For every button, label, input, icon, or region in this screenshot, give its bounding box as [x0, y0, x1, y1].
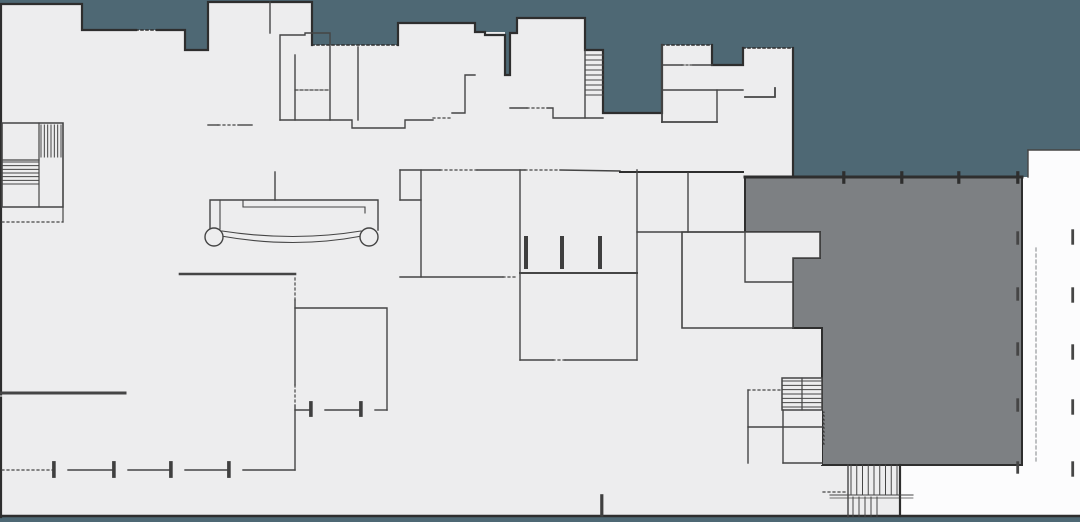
terrace-columns-shape — [1016, 171, 1020, 184]
outer-walls-shape — [155, 0, 314, 52]
interior-walls-shape — [279, 32, 331, 121]
bottom-center-kiosk — [600, 494, 604, 517]
building-floor-slabs-shape — [510, 33, 517, 517]
building-floor-slabs-shape — [585, 50, 603, 517]
column-row-bottom-left-shape — [112, 461, 116, 478]
terrace-columns-shape — [900, 171, 904, 184]
building-floor-slabs-shape — [0, 4, 82, 517]
reception-sofa-shape — [204, 227, 224, 247]
stair-bottom-right — [822, 464, 914, 518]
reception-sofa — [204, 199, 379, 247]
building-floor-slabs-shape — [185, 50, 208, 517]
interior-walls-shape — [546, 107, 604, 119]
reception-sofa-shape — [209, 199, 379, 231]
terrace-columns-shape — [1071, 287, 1075, 303]
bottom-center-kiosk-shape — [600, 494, 604, 517]
room-mid-left-with-columns-shape — [359, 401, 363, 417]
interior-walls-shape — [559, 169, 621, 172]
stair-terrace-small-shape — [801, 380, 823, 408]
stair-top-center — [584, 49, 604, 119]
terrace-columns-shape — [1071, 229, 1075, 245]
core-shafts-shape — [598, 236, 602, 269]
core-shafts — [524, 236, 602, 269]
building-floor-slabs-shape — [475, 32, 505, 517]
terrace-columns — [842, 171, 1075, 477]
outer-walls-shape — [710, 43, 745, 67]
terrace-columns-shape — [957, 171, 961, 184]
stair-bottom-right-shape — [852, 496, 878, 518]
terrace-columns-shape — [842, 171, 846, 184]
building-floor-slabs-shape — [822, 465, 848, 517]
core-shafts-shape — [560, 236, 564, 269]
interior-walls — [0, 1, 776, 471]
stair-top-left — [1, 122, 64, 223]
column-row-bottom-left-shape — [52, 461, 56, 478]
core-shafts-shape — [524, 236, 528, 269]
room-mid-left-with-columns-shape — [309, 401, 313, 417]
stair-top-left-shape — [1, 161, 39, 185]
room-upper-terrace-side-shape — [681, 231, 821, 329]
rooms-bottom-right-cluster — [745, 378, 823, 465]
reception-sofa-shape — [359, 227, 379, 247]
terrace-columns-shape — [1071, 344, 1075, 360]
room-mid-left-with-columns — [294, 307, 388, 417]
terrace-columns-shape — [1016, 342, 1020, 356]
terrace-deck-shape — [822, 411, 825, 446]
column-row-bottom-left-shape — [227, 461, 231, 478]
reception-sofa-shape — [221, 230, 362, 238]
building-floor-slabs-shape — [208, 2, 312, 517]
stair-top-left-shape — [40, 124, 62, 158]
interior-walls-shape — [744, 87, 776, 98]
building-floor-slabs-shape — [603, 113, 662, 517]
stair-terrace-small — [781, 377, 823, 411]
terrace-columns-shape — [1071, 399, 1075, 415]
terrace-columns-shape — [1016, 461, 1020, 474]
building-floor-slabs-shape — [517, 18, 585, 517]
building-floor-slabs-shape — [82, 30, 185, 517]
terrace-columns-shape — [1016, 398, 1020, 412]
stair-top-center-shape — [584, 54, 604, 96]
interior-walls-shape — [451, 74, 476, 114]
exterior-white-ground-shape — [900, 150, 1080, 516]
stair-terrace-small-shape — [781, 377, 823, 411]
building-floor-slabs-shape — [398, 23, 475, 517]
stair-bottom-right-shape — [850, 464, 898, 495]
stair-terrace-small-shape — [781, 380, 803, 408]
column-row-bottom-left-shape — [169, 461, 173, 478]
column-row-bottom-left — [1, 461, 296, 478]
room-upper-terrace-side-shape — [744, 231, 794, 283]
exterior-white-ground — [900, 149, 1080, 516]
outer-walls-shape — [0, 2, 138, 519]
terrace-columns-shape — [1071, 461, 1075, 477]
interior-walls-shape — [279, 119, 434, 129]
room-mid-left-with-columns-shape — [294, 307, 388, 411]
building-floor-slabs-shape — [312, 45, 398, 517]
room-upper-terrace-side — [681, 231, 821, 329]
reception-sofa-shape — [220, 235, 363, 244]
terrace-columns-shape — [1016, 231, 1020, 245]
reception-sofa-shape — [242, 199, 366, 214]
terrace-columns-shape — [1016, 287, 1020, 301]
